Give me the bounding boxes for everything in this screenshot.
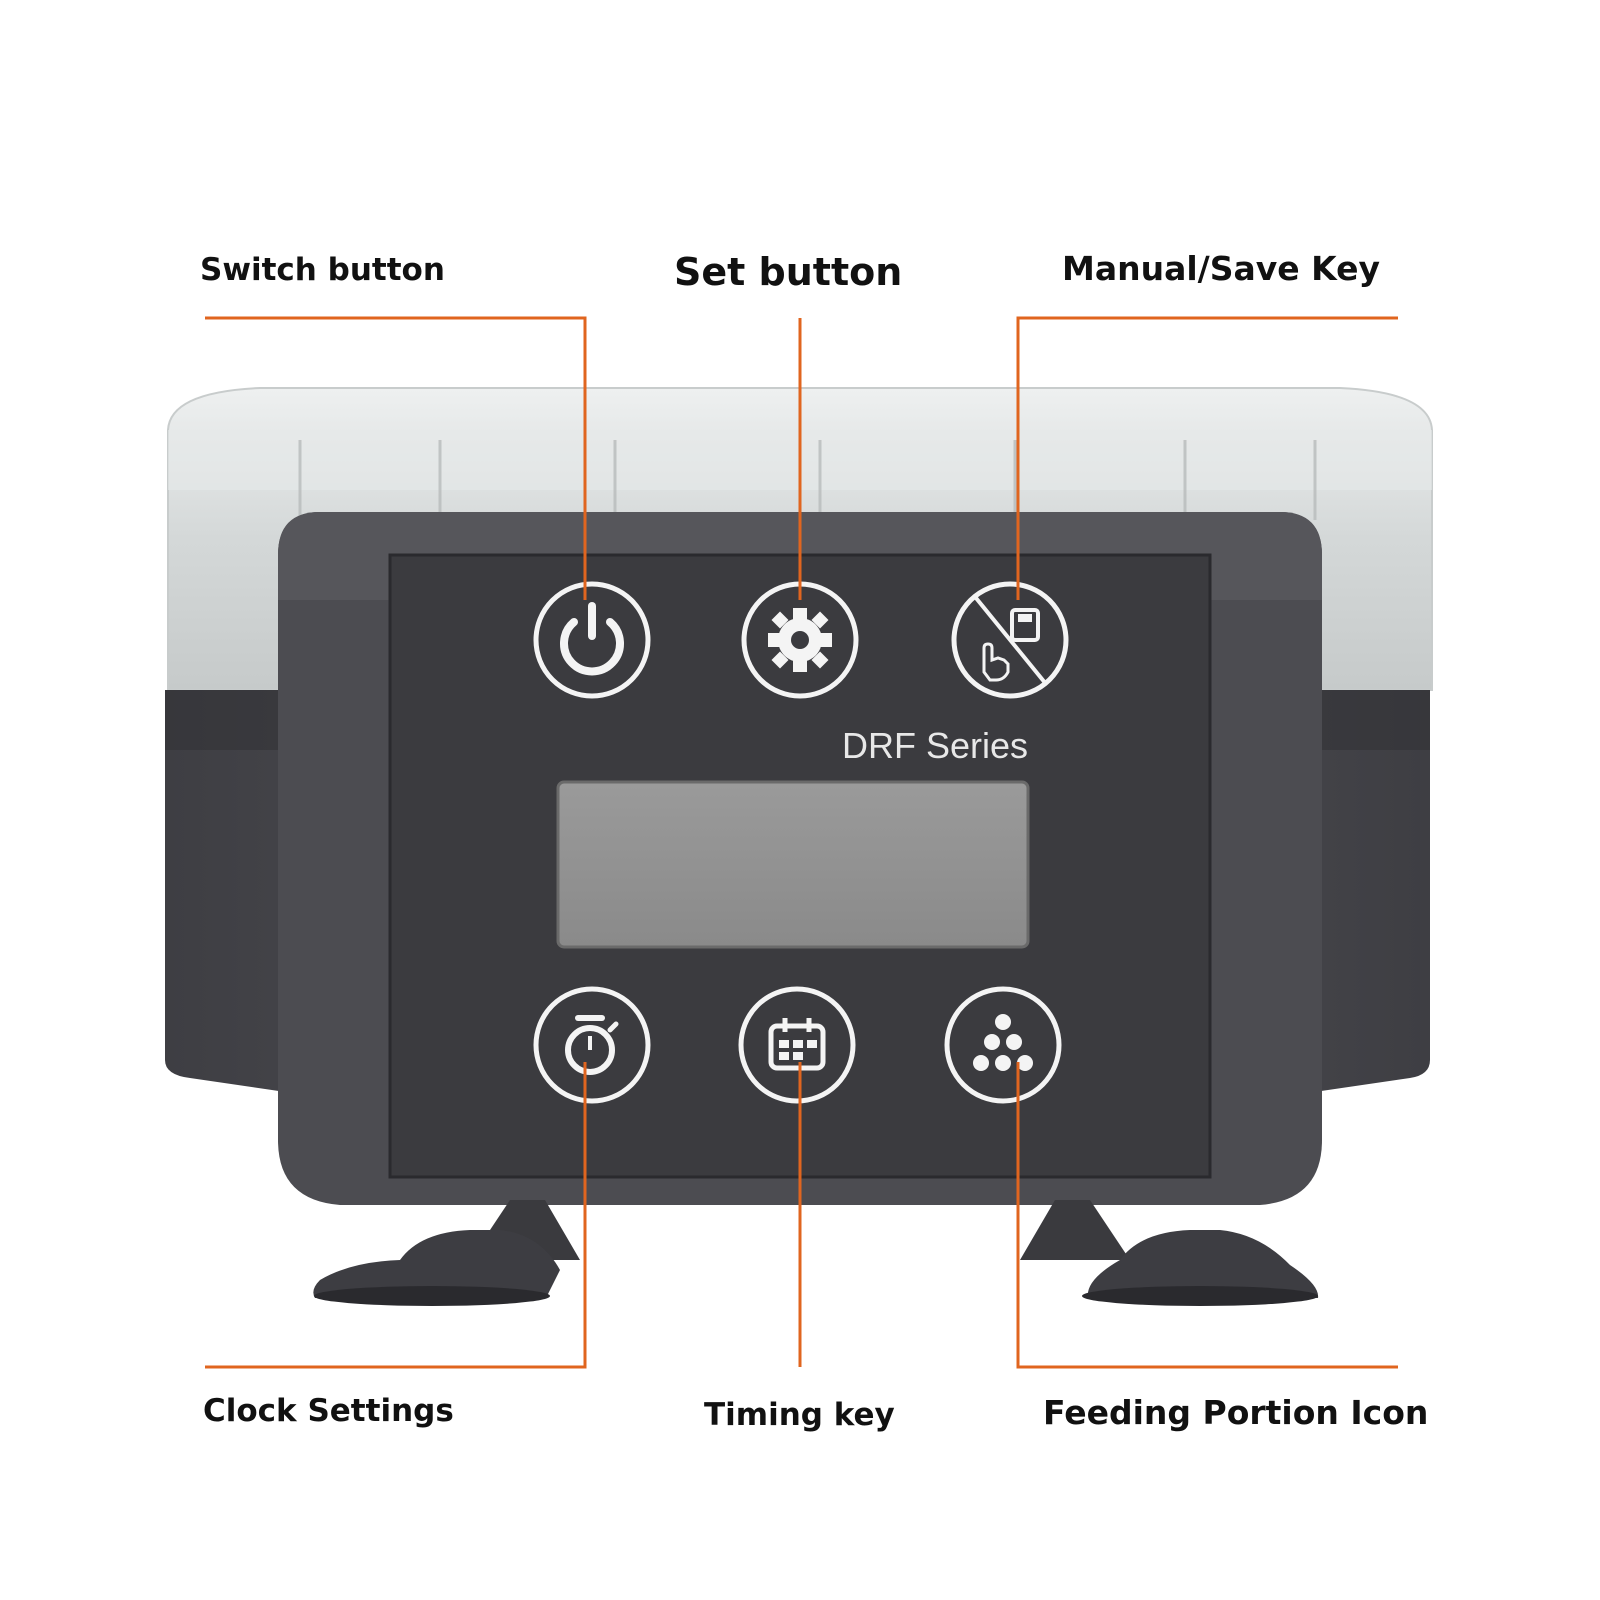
label-clock-settings: Clock Settings [203, 1393, 454, 1429]
set-button[interactable] [741, 581, 859, 699]
leader-lines [205, 316, 1398, 1369]
label-set-button: Set button [674, 250, 903, 294]
feeding-portion-button[interactable] [944, 986, 1062, 1104]
gear-icon [768, 608, 832, 672]
brand-label: DRF Series [842, 725, 1028, 766]
calendar-icon [768, 1018, 826, 1071]
label-feeding-portion-icon: Feeding Portion Icon [1043, 1393, 1429, 1432]
clock-settings-button[interactable] [533, 986, 651, 1104]
dots-icon [973, 1014, 1033, 1071]
switch-button[interactable] [533, 581, 651, 699]
hand-save-icon [974, 596, 1048, 686]
label-manual-save-key: Manual/Save Key [1062, 249, 1381, 288]
leader-feeding [1016, 1062, 1398, 1369]
label-switch-button: Switch button [200, 252, 445, 288]
leader-manual [1016, 316, 1398, 600]
left-foot [313, 1200, 580, 1306]
label-timing-key: Timing key [704, 1397, 895, 1433]
right-foot [1020, 1200, 1319, 1306]
timing-key-button[interactable] [738, 986, 856, 1104]
lcd-screen [556, 780, 1030, 949]
stopwatch-icon [565, 1015, 619, 1075]
leader-switch [205, 316, 587, 600]
leader-clock [205, 1062, 587, 1369]
manual-save-button[interactable] [951, 581, 1069, 699]
power-icon [560, 602, 624, 676]
